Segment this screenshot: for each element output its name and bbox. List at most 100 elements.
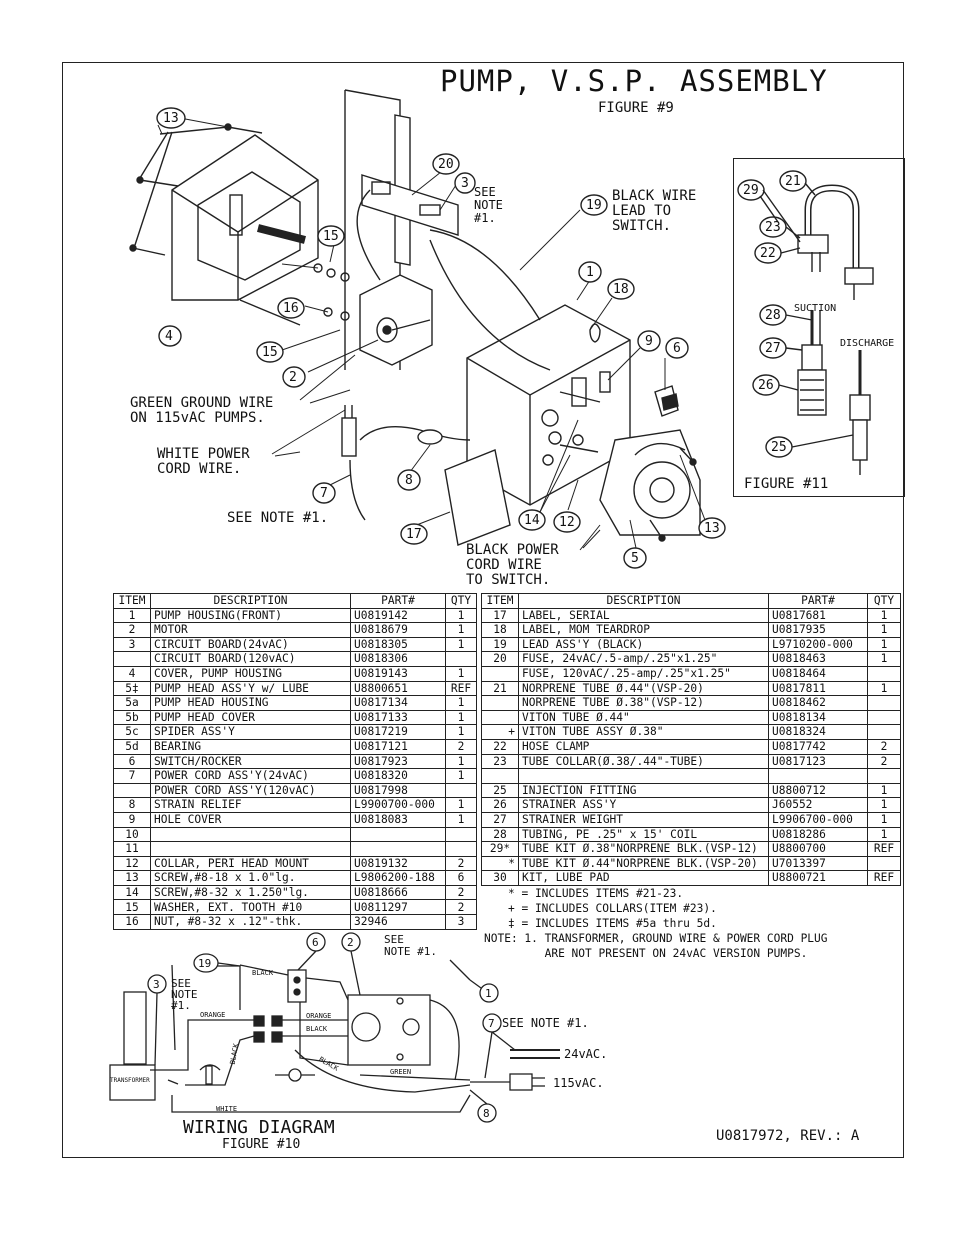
callout-18: 18 [613, 282, 629, 297]
table-row: 10 [113, 826, 477, 843]
wire-label-black-2: BLACK [306, 1025, 328, 1033]
table-row: 11 [113, 841, 477, 857]
col-item-header: ITEM [113, 593, 151, 609]
callout-4: 4 [165, 329, 173, 344]
figure-11-box [733, 158, 905, 497]
callout-21: 21 [785, 174, 801, 189]
callout-5: 5 [631, 551, 639, 566]
screws-13 [129, 123, 263, 256]
cell-description: PUMP HOUSING(FRONT) [150, 607, 351, 624]
wire-label-orange-2: ORANGE [306, 1012, 332, 1020]
callout-15-a: 15 [323, 229, 339, 244]
callout-23: 23 [765, 220, 781, 235]
wire-label-white: WHITE [216, 1105, 238, 1113]
col-part-header: PART# [768, 593, 868, 609]
cell-item: 21 [481, 680, 519, 697]
cell-item: 29* [481, 841, 519, 857]
callout-13-b: 13 [704, 521, 720, 536]
callout-29: 29 [743, 183, 759, 198]
page-title: PUMP, V.S.P. ASSEMBLY [440, 64, 828, 98]
cell-qty: 3 [445, 914, 477, 930]
callout-17: 17 [406, 527, 422, 542]
white-power-cord-label: WHITE POWER CORD WIRE. [157, 446, 250, 477]
cell-part: U8800721 [768, 870, 868, 886]
callout-12: 12 [559, 515, 575, 530]
callout-26: 26 [758, 378, 774, 393]
col-qty-header: QTY [445, 593, 477, 609]
callout-14: 14 [524, 513, 540, 528]
callout-16: 16 [283, 301, 299, 316]
wiring-see-note-a: SEE NOTE #1. [171, 977, 198, 1012]
document-number: U0817972, REV.: A [716, 1128, 860, 1144]
cell-description: COVER, PUMP HOUSING [150, 665, 351, 682]
cell-item: 18 [481, 622, 519, 638]
wiring-callout-19: 19 [198, 957, 212, 970]
power-cord-shape [341, 405, 471, 521]
cell-description: FUSE, 24vAC/.5-amp/.25"x1.25" [518, 651, 769, 667]
cell-description: NORPRENE TUBE Ø.38"(VSP-12) [518, 695, 769, 711]
pump-head-shape [599, 429, 701, 536]
cell-description: KIT, LUBE PAD [518, 870, 769, 886]
label-24vac: 24vAC. [564, 1047, 608, 1061]
wire-label-green: GREEN [390, 1068, 412, 1076]
callout-8: 8 [405, 473, 413, 488]
rocker-switch-shape [654, 385, 679, 417]
cell-part: U0818286 [768, 826, 868, 843]
wiring-callout-2: 2 [347, 936, 354, 949]
motor-shape [359, 274, 433, 366]
callout-1: 1 [586, 265, 594, 280]
cell-item: 5c [113, 724, 151, 740]
callout-7: 7 [320, 486, 328, 501]
cell-part: U0818666 [350, 884, 446, 901]
cell-part: U0818324 [768, 724, 868, 740]
wiring-callout-1: 1 [485, 987, 492, 1000]
cell-description: CIRCUIT BOARD(24vAC) [150, 636, 351, 653]
callout-27: 27 [765, 341, 781, 356]
wiring-diagram-title: WIRING DIAGRAM [183, 1117, 335, 1138]
cell-qty: 1 [867, 782, 901, 799]
wire-label-orange-1: ORANGE [200, 1011, 226, 1019]
black-wire-label: BLACK WIRE LEAD TO SWITCH. [612, 188, 697, 234]
table-row: NORPRENE TUBE Ø.38"(VSP-12)U0818462 [481, 695, 901, 711]
callout-28: 28 [765, 308, 781, 323]
cell-item: 14 [113, 884, 151, 901]
cell-part: U0819142 [350, 607, 446, 624]
cell-item: 12 [113, 855, 151, 872]
wire-label-black-1: BLACK [252, 969, 274, 977]
cell-part: 32946 [350, 914, 446, 930]
cell-item: 15 [113, 899, 151, 916]
cell-part: U0818462 [768, 695, 868, 711]
cell-part: L9710200-000 [768, 636, 868, 653]
suction-label: SUCTION [794, 303, 837, 314]
cell-part: U0817923 [350, 753, 446, 770]
serial-label-shape [444, 449, 511, 546]
table-row: +VITON TUBE ASSY Ø.38"U0818324 [481, 724, 901, 740]
cell-part: U0817133 [350, 709, 446, 726]
callout-6: 6 [673, 341, 681, 356]
wiring-callout-8: 8 [483, 1107, 490, 1120]
wiring-see-note-b: SEE NOTE #1. [384, 933, 437, 958]
cell-qty: REF [867, 841, 901, 857]
figure-11-drawing [759, 182, 874, 475]
table-row [481, 768, 901, 784]
legend-line-2: + = INCLUDES COLLARS(ITEM #23). [508, 902, 717, 915]
col-qty-header: QTY [867, 593, 901, 609]
